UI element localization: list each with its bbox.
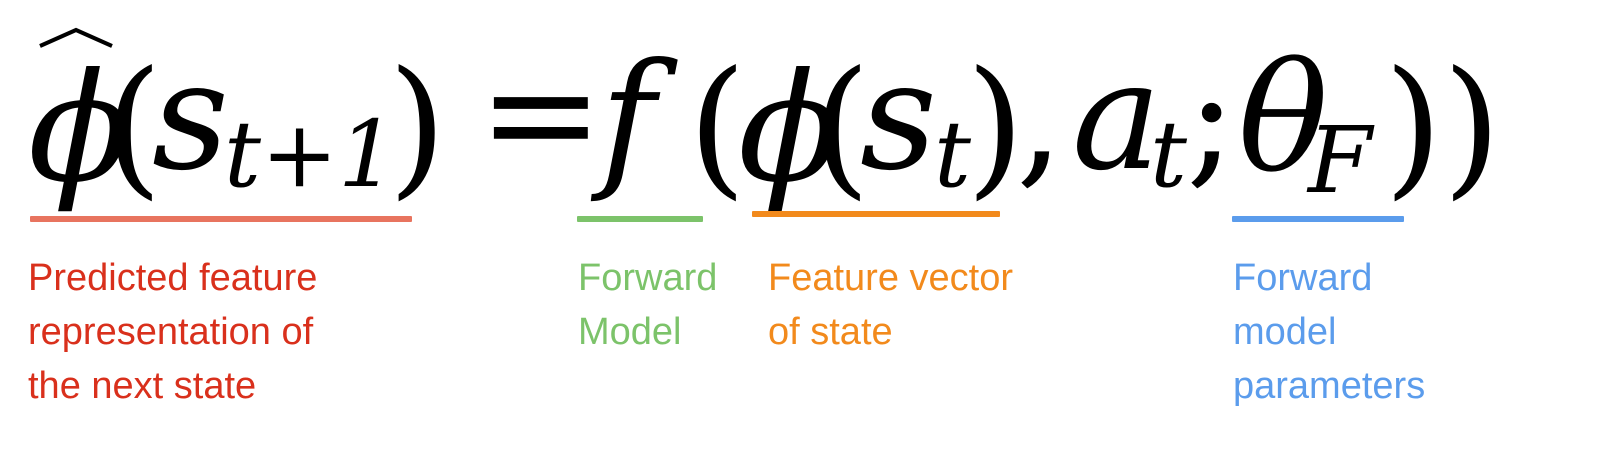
hat-accent [39,27,113,48]
f-symbol: f [590,32,678,206]
s-symbol: s [152,30,229,204]
open-paren-1: ( [104,40,163,214]
forward-model-underline [577,216,703,222]
feature-vector-caption: Feature vector of state [768,257,1013,353]
equals-sign: = [478,27,604,201]
params-caption: Forward model parameters [1233,257,1426,407]
theta-symbol: θ [1238,32,1328,206]
phi-symbol: ϕ [738,42,840,216]
predicted-caption: Predicted feature representation of the … [28,257,318,407]
open-paren-3: ( [812,40,871,214]
phi-hat-symbol: ϕ [28,42,130,216]
semicolon: ; [1186,30,1237,204]
feature-vector-underline [752,211,1000,217]
params-underline [1232,216,1404,222]
a-symbol: a [1072,30,1161,204]
open-paren-2: ( [688,40,747,214]
subscript-f: F [1306,107,1375,214]
subscript-t-plus-1: t+1 [224,101,397,208]
subscript-t: t [934,101,972,208]
s-t-symbol: s [860,30,937,204]
forward-model-caption: Forward Model [578,257,718,353]
equation: ϕ ( s t+1 ) = f ( ϕ ( s t ) , a t ; θ F … [28,27,1501,216]
close-paren-1: ) [388,40,447,214]
subscript-t-2: t [1150,101,1188,208]
close-parens: )) [1384,40,1501,214]
close-paren-3: ) [966,40,1025,214]
comma: , [1016,30,1064,204]
predicted-underline [30,216,412,222]
equation-svg: ϕ ( s t+1 ) = f ( ϕ ( s t ) , a t ; θ F … [28,27,1501,216]
